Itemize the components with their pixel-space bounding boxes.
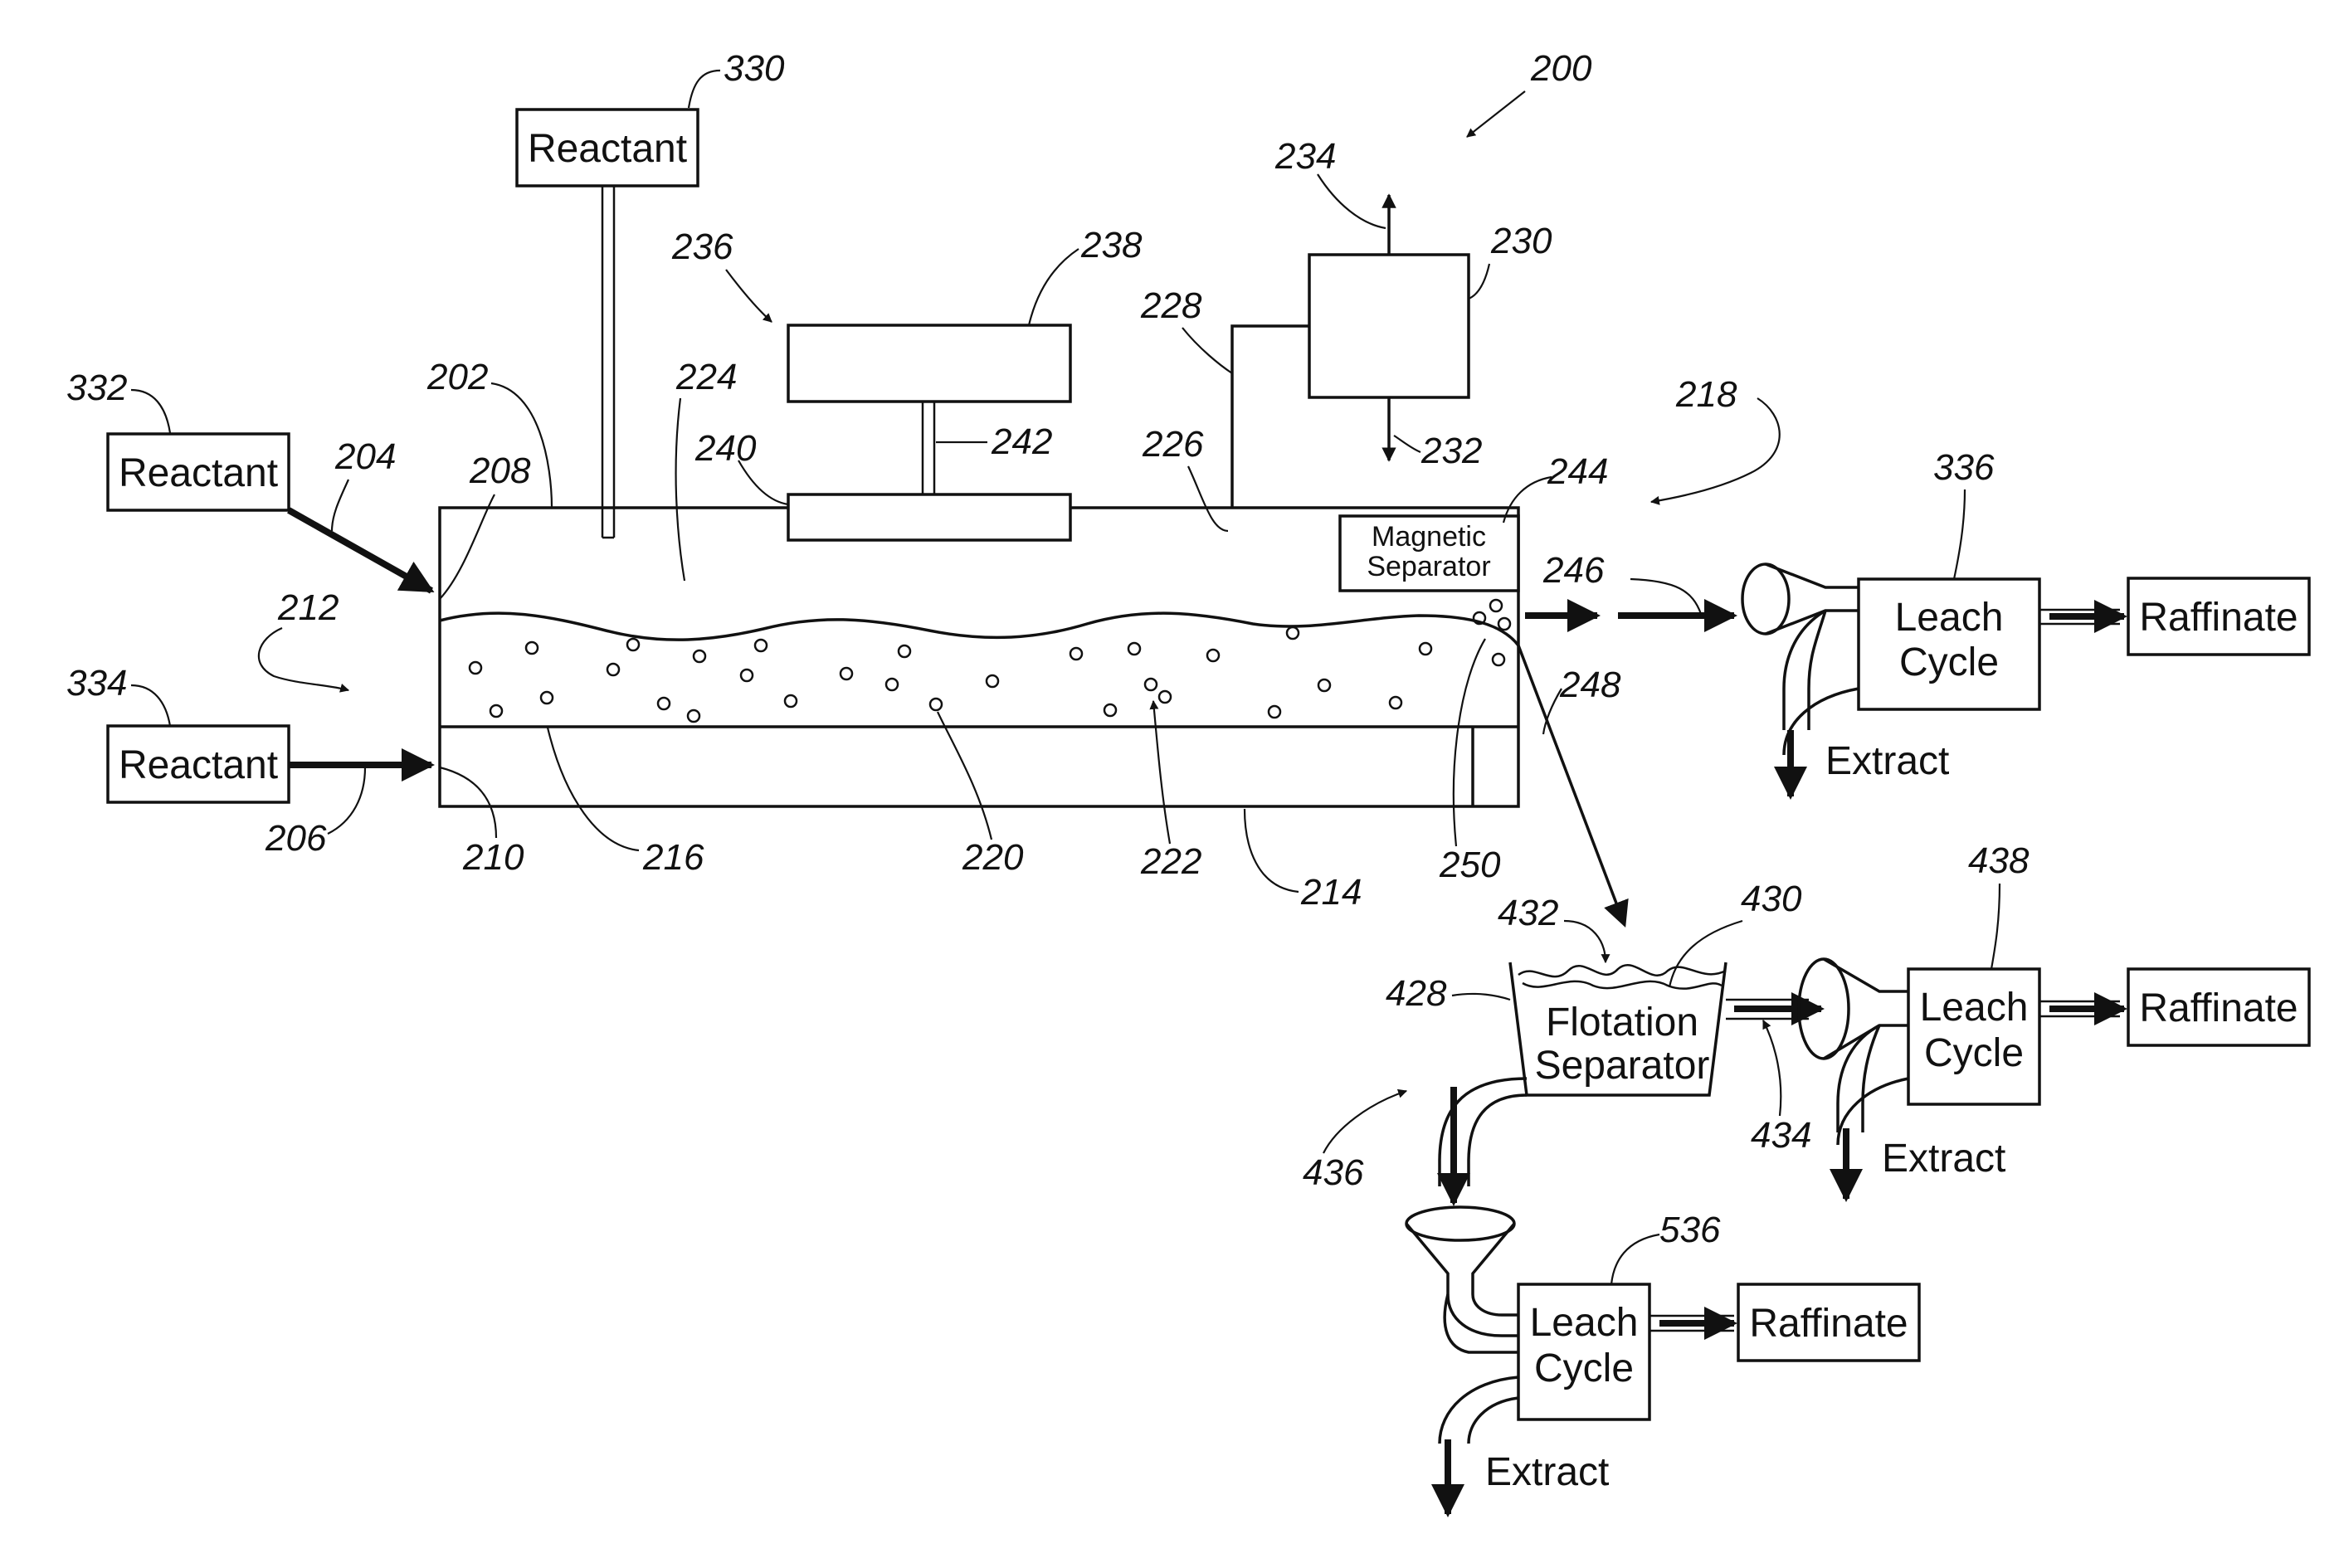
ref-204: 204 xyxy=(334,436,396,477)
ref-234: 234 xyxy=(1274,136,1336,177)
ref-230: 230 xyxy=(1490,221,1552,261)
magnetic-separator-line1: Magnetic xyxy=(1372,521,1486,553)
ref-246: 246 xyxy=(1542,550,1605,591)
flotation-separator-line1: Flotation xyxy=(1546,1001,1698,1045)
ref-334: 334 xyxy=(66,663,127,704)
ref-434: 434 xyxy=(1751,1115,1811,1156)
reactant-lower-left-label: Reactant xyxy=(119,743,278,787)
raffinate-1-label: Raffinate xyxy=(2139,596,2298,640)
ref-536: 536 xyxy=(1659,1210,1721,1250)
motor-box xyxy=(788,325,1070,402)
ref-330: 330 xyxy=(724,48,785,89)
ref-222: 222 xyxy=(1140,841,1201,882)
reactant-upper-left-label: Reactant xyxy=(119,451,278,495)
ref-336: 336 xyxy=(1933,447,1995,488)
leach-cycle-2-line2: Cycle xyxy=(1924,1031,2024,1075)
froth xyxy=(1518,965,1726,988)
extract-2-label: Extract xyxy=(1882,1137,2005,1181)
ref-240: 240 xyxy=(694,428,757,469)
reactant-top-label: Reactant xyxy=(528,127,687,171)
ref-332: 332 xyxy=(66,368,127,408)
ref-228: 228 xyxy=(1140,285,1202,326)
gas-handler-box xyxy=(1309,255,1469,397)
ref-250: 250 xyxy=(1439,845,1501,885)
ref-208: 208 xyxy=(469,450,531,491)
leach-cycle-1-line2: Cycle xyxy=(1899,640,1999,684)
ref-202: 202 xyxy=(426,357,488,397)
ref-238: 238 xyxy=(1080,225,1143,265)
leach-cycle-1-line1: Leach xyxy=(1895,596,2004,640)
leach-cycle-3-line2: Cycle xyxy=(1534,1346,1634,1390)
raffinate-2-label: Raffinate xyxy=(2139,986,2298,1030)
ref-436: 436 xyxy=(1303,1152,1364,1193)
gas-line xyxy=(1232,326,1309,508)
ref-242: 242 xyxy=(991,421,1052,462)
reactant-upper-left-feed-arrow xyxy=(289,510,431,591)
ref-438: 438 xyxy=(1968,840,2030,881)
funnel-1 xyxy=(1742,564,1859,730)
leach-cycle-3-line1: Leach xyxy=(1530,1301,1639,1345)
impeller-box xyxy=(788,494,1070,540)
ref-428: 428 xyxy=(1386,973,1447,1014)
ref-244: 244 xyxy=(1547,451,1608,492)
ref-220: 220 xyxy=(962,837,1024,878)
magnetic-separator-line2: Separator xyxy=(1367,551,1490,582)
ref-226: 226 xyxy=(1142,424,1204,465)
ref-212: 212 xyxy=(277,587,339,628)
extract-1-label: Extract xyxy=(1825,739,1949,783)
extract-3-label: Extract xyxy=(1485,1450,1609,1494)
ref-430: 430 xyxy=(1741,879,1802,919)
ref-200: 200 xyxy=(1530,48,1592,89)
ref-216: 216 xyxy=(642,837,704,878)
ref-236: 236 xyxy=(671,226,733,267)
ref-206: 206 xyxy=(265,818,327,859)
raffinate-3-label: Raffinate xyxy=(1749,1302,1908,1346)
ref-214: 214 xyxy=(1300,872,1362,913)
ref-210: 210 xyxy=(462,837,524,878)
funnel-3 xyxy=(1406,1207,1518,1352)
ref-232: 232 xyxy=(1420,431,1482,471)
ref-248: 248 xyxy=(1559,665,1621,705)
flotation-separator-line2: Separator xyxy=(1535,1044,1710,1088)
ref-224: 224 xyxy=(675,357,737,397)
leach-cycle-2-line1: Leach xyxy=(1920,986,2029,1030)
ref-218: 218 xyxy=(1675,374,1737,415)
ref-432: 432 xyxy=(1498,893,1558,933)
